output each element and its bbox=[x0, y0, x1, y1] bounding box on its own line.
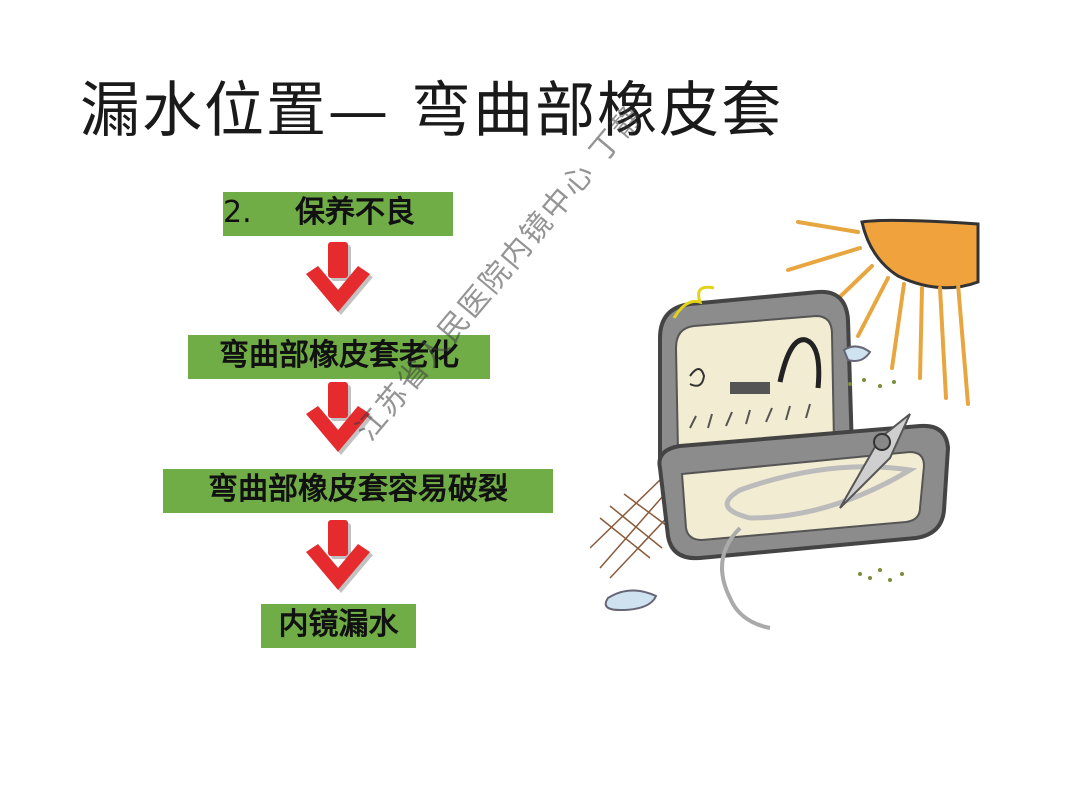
sun-icon bbox=[786, 218, 980, 406]
net-icon bbox=[590, 479, 677, 579]
down-arrow-icon bbox=[306, 520, 373, 593]
flow-step-cracking: 弯曲部橡皮套容易破裂 bbox=[163, 469, 553, 513]
flow-step-maintenance: 2. 保养不良 bbox=[223, 192, 453, 236]
down-arrow-icon bbox=[306, 242, 373, 315]
endoscope-case-illustration bbox=[590, 218, 980, 630]
step-number: 2. bbox=[223, 195, 252, 230]
slide-title: 漏水位置— 弯曲部橡皮套 bbox=[80, 76, 784, 146]
step-text: 保养不良 bbox=[295, 195, 415, 230]
case-base bbox=[657, 413, 951, 630]
flow-step-aging: 弯曲部橡皮套老化 bbox=[188, 335, 490, 379]
down-arrow-icon bbox=[306, 382, 373, 455]
flow-step-leak: 内镜漏水 bbox=[261, 604, 416, 648]
